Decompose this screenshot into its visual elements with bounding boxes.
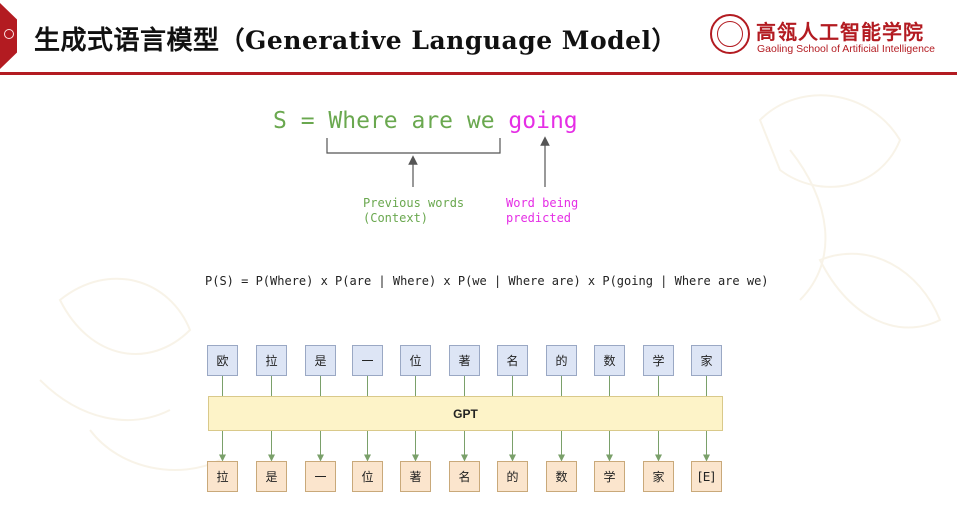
input-token: 数 bbox=[594, 345, 625, 376]
input-token: 的 bbox=[546, 345, 577, 376]
output-token: 是 bbox=[256, 461, 287, 492]
input-token: 拉 bbox=[256, 345, 287, 376]
slide-header: 生成式语言模型（Generative Language Model） 高瓴人工智… bbox=[0, 0, 957, 75]
input-token: 名 bbox=[497, 345, 528, 376]
output-token: 数 bbox=[546, 461, 577, 492]
output-token: 名 bbox=[449, 461, 480, 492]
header-divider bbox=[0, 72, 957, 75]
slide-title: 生成式语言模型（Generative Language Model） bbox=[34, 20, 677, 57]
predicted-label: Word being predicted bbox=[506, 196, 579, 225]
output-token: 一 bbox=[305, 461, 336, 492]
sentence-target-word: going bbox=[508, 108, 578, 134]
output-token: 拉 bbox=[207, 461, 238, 492]
output-token: 著 bbox=[400, 461, 431, 492]
output-token: [E] bbox=[691, 461, 722, 492]
output-token: 的 bbox=[497, 461, 528, 492]
slide-title-cn: 生成式语言模型 bbox=[34, 26, 220, 56]
output-token: 位 bbox=[352, 461, 383, 492]
org-name-en: Gaoling School of Artificial Intelligenc… bbox=[757, 43, 936, 55]
input-token: 欧 bbox=[207, 345, 238, 376]
input-token: 学 bbox=[643, 345, 674, 376]
context-bracket bbox=[326, 138, 501, 154]
university-seal-icon bbox=[710, 14, 750, 54]
seal-icon bbox=[4, 29, 14, 39]
input-token: 是 bbox=[305, 345, 336, 376]
context-label: Previous words (Context) bbox=[363, 196, 465, 225]
example-sentence: S = Where are we going bbox=[273, 108, 578, 134]
input-token: 一 bbox=[352, 345, 383, 376]
probability-formula: P(S) = P(Where) x P(are | Where) x P(we … bbox=[205, 274, 769, 288]
gpt-model-box: GPT bbox=[208, 396, 723, 431]
input-token: 著 bbox=[449, 345, 480, 376]
sentence-context: S = Where are we bbox=[273, 108, 509, 134]
output-token: 家 bbox=[643, 461, 674, 492]
output-token: 学 bbox=[594, 461, 625, 492]
org-name-cn: 高瓴人工智能学院 bbox=[756, 20, 924, 44]
input-token: 家 bbox=[691, 345, 722, 376]
input-token: 位 bbox=[400, 345, 431, 376]
slide-title-en: （Generative Language Model） bbox=[219, 26, 678, 55]
